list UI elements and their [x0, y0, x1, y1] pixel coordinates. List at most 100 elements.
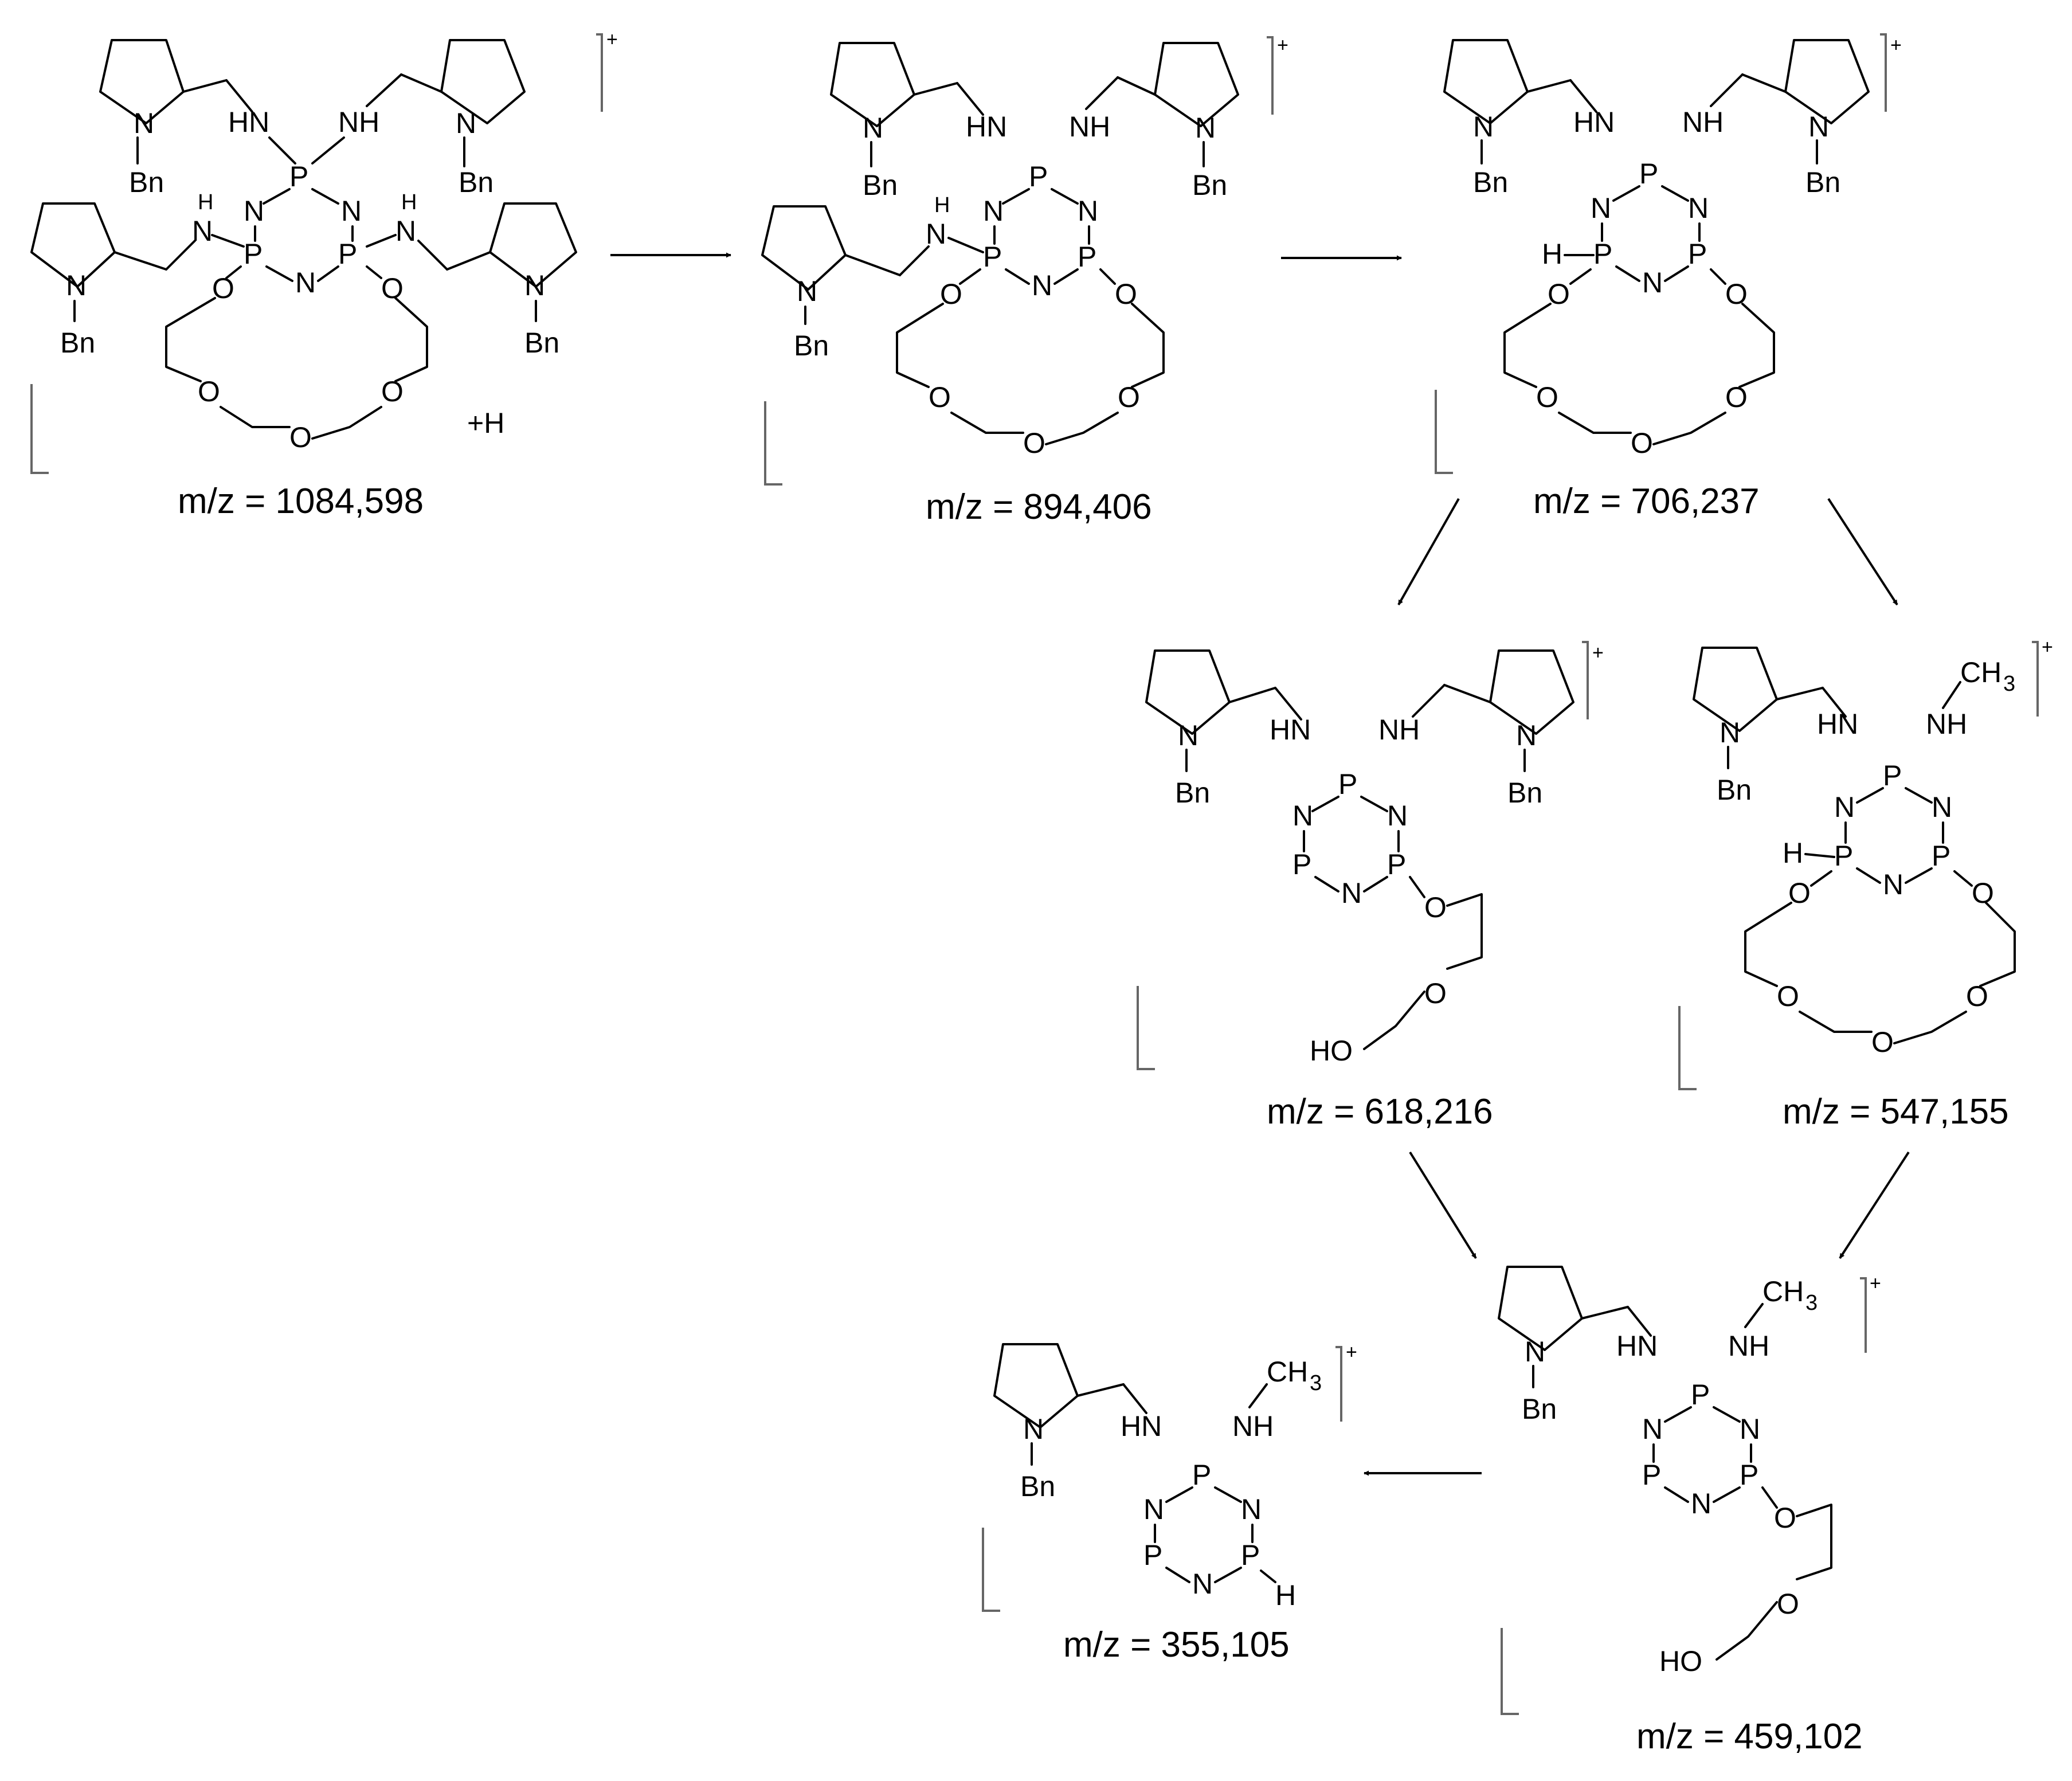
- atom-n: N: [1023, 1413, 1044, 1445]
- atom-n: N: [1192, 1568, 1213, 1600]
- atom-p: P: [338, 238, 357, 270]
- atom-p: P: [1029, 161, 1048, 193]
- bn-label: Bn: [794, 330, 829, 362]
- pyrrolidine-ring: [1154, 42, 1239, 127]
- atom-o: O: [1966, 980, 1988, 1012]
- nh-label: NH: [1728, 1330, 1769, 1362]
- species-547: N Bn HN NH CH 3 P N N P P N H O O O O O: [1678, 636, 2053, 1132]
- atom-o: O: [1972, 877, 1994, 909]
- atom-o: O: [1023, 427, 1045, 459]
- atom-h: H: [198, 190, 213, 214]
- atom-h: H: [401, 190, 417, 214]
- charge-label: +: [1346, 1341, 1357, 1363]
- atom-n: N: [1032, 269, 1052, 302]
- atom-n: N: [395, 215, 416, 247]
- atom-o: O: [1536, 381, 1558, 413]
- atom-n: N: [244, 195, 264, 227]
- atom-o: O: [929, 381, 951, 413]
- bn-label: Bn: [1507, 777, 1542, 809]
- atom-n: N: [66, 269, 87, 302]
- hn-label: HN: [1573, 106, 1615, 138]
- atom-n: N: [1834, 791, 1855, 823]
- atom-n: N: [1642, 1413, 1663, 1445]
- ch3-subscript: 3: [2003, 672, 2015, 696]
- plus-h-label: +H: [467, 407, 504, 439]
- pyrrolidine-ring: [489, 202, 577, 288]
- nh-label: NH: [1232, 1410, 1274, 1442]
- nh-label: NH: [338, 106, 379, 138]
- atom-o: O: [1725, 381, 1748, 413]
- atom-n: N: [1740, 1413, 1760, 1445]
- atom-o: O: [381, 375, 404, 408]
- hn-label: HN: [1817, 708, 1858, 740]
- arrow-706-to-618: [1397, 498, 1460, 605]
- pyrrolidine-ring: [30, 202, 116, 288]
- atom-h: H: [934, 193, 950, 217]
- atom-p: P: [1932, 840, 1950, 872]
- atom-n: N: [1525, 1336, 1545, 1368]
- charge-label: +: [1890, 34, 1902, 56]
- atom-o: O: [381, 272, 404, 304]
- atom-n: N: [1932, 791, 1952, 823]
- mz-label: m/z = 618,216: [1267, 1092, 1493, 1132]
- atom-o: O: [1424, 977, 1447, 1009]
- charge-label: +: [606, 29, 618, 50]
- atom-o: O: [1118, 381, 1140, 413]
- atom-o: O: [289, 421, 312, 453]
- nh-label: NH: [1926, 708, 1967, 740]
- atom-p: P: [1691, 1379, 1710, 1411]
- atom-p: P: [1740, 1459, 1758, 1491]
- arrow-547-to-459: [1839, 1151, 1910, 1259]
- atom-p: P: [1192, 1459, 1211, 1491]
- atom-n: N: [983, 195, 1004, 227]
- mz-label: m/z = 355,105: [1063, 1625, 1290, 1665]
- mz-label: m/z = 706,237: [1533, 482, 1760, 521]
- atom-p: P: [1883, 760, 1902, 792]
- pyrrolidine-ring: [830, 42, 915, 127]
- charge-label: +: [1592, 642, 1604, 664]
- reaction-arrows: [610, 252, 1910, 1476]
- atom-n: N: [1195, 112, 1216, 144]
- bn-label: Bn: [1175, 777, 1210, 809]
- atom-p: P: [1642, 1459, 1661, 1491]
- atom-n: N: [1292, 800, 1313, 832]
- atom-n: N: [1688, 192, 1709, 224]
- atom-p: P: [1078, 241, 1096, 273]
- atom-p: P: [983, 241, 1002, 273]
- bn-label: Bn: [60, 327, 95, 359]
- ch3-label: CH: [1267, 1356, 1308, 1388]
- arrow-618-to-459: [1409, 1151, 1477, 1259]
- arrow-706-to-547: [1827, 498, 1898, 606]
- hn-label: HN: [1121, 1410, 1162, 1442]
- atom-n: N: [1143, 1493, 1164, 1525]
- atom-h: H: [1542, 238, 1562, 270]
- pyrrolidine-ring: [99, 39, 185, 124]
- atom-n: N: [1473, 111, 1494, 143]
- atom-p: P: [1834, 840, 1853, 872]
- charge-label: +: [2042, 636, 2053, 658]
- atom-n: N: [926, 218, 946, 250]
- atom-p: P: [1292, 848, 1311, 880]
- pyrrolidine-ring: [1498, 1266, 1583, 1351]
- atom-n: N: [1808, 111, 1829, 143]
- charge-label: +: [1277, 34, 1288, 56]
- atom-o: O: [1871, 1026, 1894, 1058]
- atom-p: P: [1387, 848, 1406, 880]
- nh-label: NH: [1069, 111, 1110, 143]
- bn-label: Bn: [459, 166, 493, 198]
- atom-n: N: [134, 107, 154, 139]
- atom-n: N: [192, 215, 213, 247]
- atom-p: P: [1338, 768, 1357, 800]
- bn-label: Bn: [1717, 774, 1752, 806]
- bn-label: Bn: [863, 169, 898, 201]
- mz-label: m/z = 1084,598: [178, 482, 424, 521]
- bn-label: Bn: [1805, 166, 1840, 198]
- atom-p: P: [289, 161, 308, 193]
- hn-label: HN: [1270, 714, 1311, 746]
- species-894: N Bn HN N Bn NH P N N P P N H N N Bn O O: [761, 34, 1288, 527]
- atom-n: N: [295, 267, 316, 299]
- bn-label: Bn: [129, 166, 164, 198]
- bn-label: Bn: [1192, 169, 1227, 201]
- pyrrolidine-ring: [1443, 39, 1529, 124]
- atom-n: N: [524, 269, 545, 302]
